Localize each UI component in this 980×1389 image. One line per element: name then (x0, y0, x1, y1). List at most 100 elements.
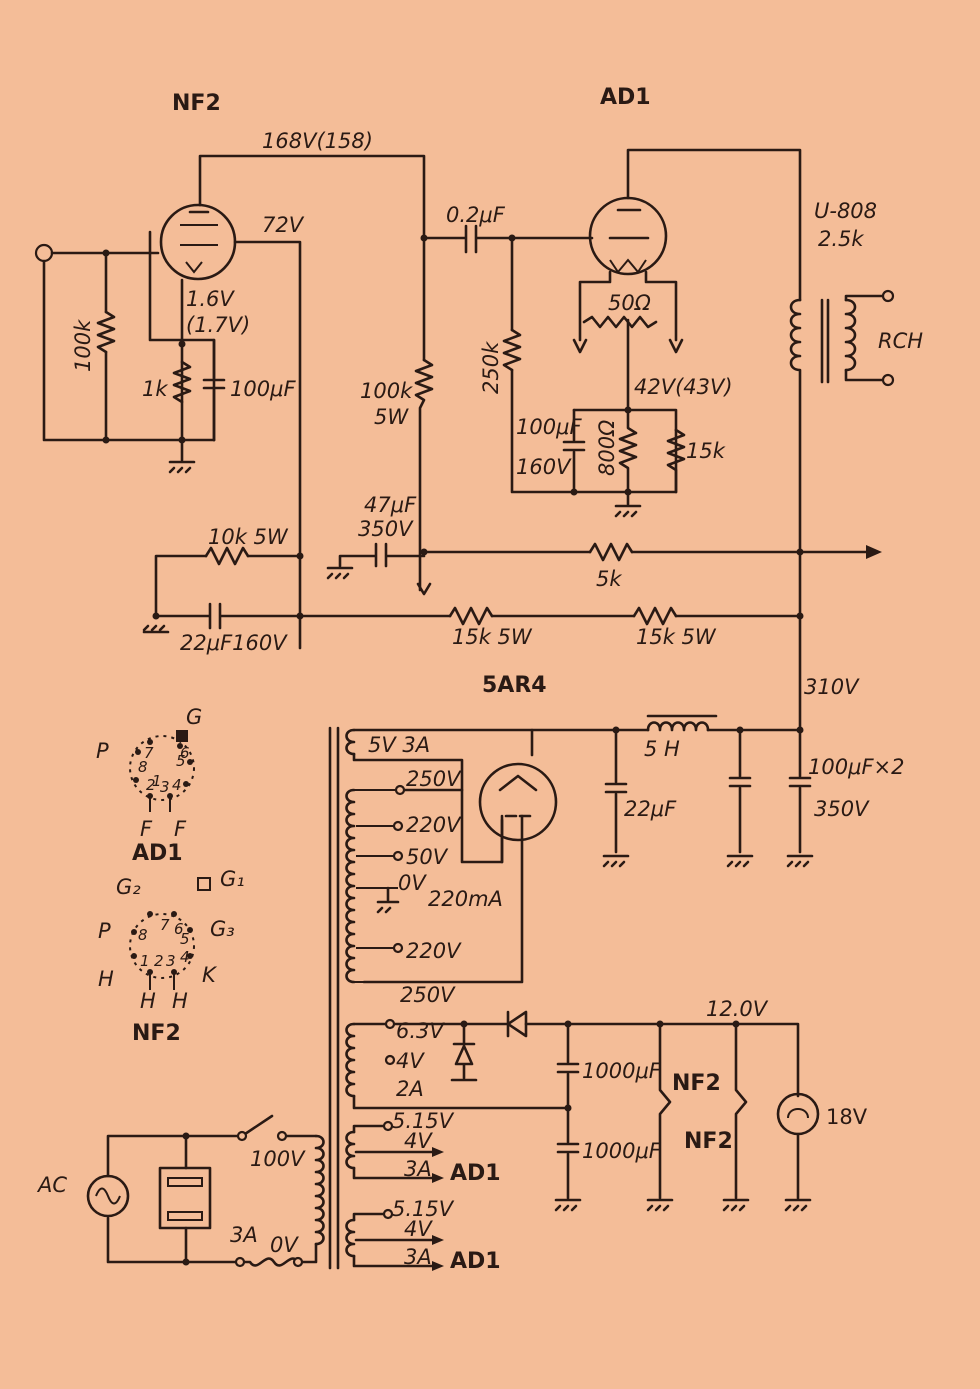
ad1-bleeder-label: 15k (686, 439, 726, 463)
svg-text:1: 1 (152, 772, 162, 790)
svg-text:2: 2 (154, 952, 164, 970)
tap-2a-label: 2A (396, 1077, 424, 1101)
tap-4v-label: 4V (396, 1049, 425, 1073)
ground-icon (168, 460, 196, 474)
tap-50-label: 50V (406, 845, 449, 869)
ground-icon (786, 854, 814, 868)
cathode-resistor-nf2 (172, 360, 192, 404)
dropping-resistor-15k-b (632, 606, 678, 626)
tap-220b-label: 220V (406, 939, 462, 963)
nf2-pin-g2: G₂ (116, 875, 141, 899)
ground-icon (326, 566, 354, 580)
svg-text:7: 7 (144, 744, 154, 762)
ad1-stage (502, 148, 802, 518)
nf2-screen-voltage: 72V (262, 213, 305, 237)
nf2-base-diagram: 87 65 43 21 (129, 877, 211, 990)
fuse-label: 3A (230, 1223, 258, 1247)
nf2-plate-resistor-wattage: 5W (374, 405, 409, 429)
cathode-resistor-ad1 (618, 408, 638, 494)
nf2-cathode-resistor-label: 1k (142, 377, 168, 401)
dropping-resistor2a-label: 15k 5W (452, 625, 533, 649)
tap-250b-label: 250V (400, 983, 456, 1007)
tap-4b-label: 4V (404, 1217, 433, 1241)
decouple-cap-voltage: 350V (358, 517, 414, 541)
tap-3a-a-label: 3A (404, 1157, 432, 1181)
heater-nf2-a (658, 1022, 672, 1200)
rectifier-tube-symbol (478, 762, 558, 842)
ad1-cathode-voltage: 42V(43V) (634, 375, 733, 399)
ground-icon (646, 1198, 674, 1212)
heater-cap1-label: 1000μF (582, 1059, 662, 1083)
nf2-pin-h1: H (98, 967, 114, 991)
coupling-cap-label: 0.2μF (446, 203, 506, 227)
svg-text:2: 2 (146, 776, 156, 794)
ad1-base-label: AD1 (132, 841, 183, 866)
surge-absorber (158, 1166, 212, 1230)
tap-0-label: 0V (398, 871, 427, 895)
ground-icon (784, 1132, 812, 1212)
nf2-pin-hb2: H (172, 989, 188, 1013)
tap-3a-b-label: 3A (404, 1245, 432, 1269)
svg-text:6: 6 (174, 920, 184, 938)
ground-icon (554, 1198, 582, 1212)
decouple-cap-label: 47μF (364, 493, 417, 517)
nf2-plate-load (414, 234, 434, 596)
ad1-cathode-resistor-label: 800Ω (595, 420, 619, 476)
svg-text:3: 3 (160, 778, 170, 796)
ad1-pin-g: G (186, 705, 202, 729)
coupling-capacitor (422, 224, 594, 254)
ground-icon (726, 854, 754, 868)
ground-icon (602, 854, 630, 868)
pilot-lamp-icon (776, 1092, 820, 1136)
nf2-plate-voltage: 168V(158) (262, 129, 373, 153)
tap-4a-label: 4V (404, 1129, 433, 1153)
ad1-cathode-cap-label: 100μF (516, 415, 582, 439)
tap-250a-label: 250V (406, 767, 462, 791)
grid-resistor-nf2 (96, 310, 116, 354)
nf2-cathode-cap-label: 100μF (230, 377, 296, 401)
nf2-cathode-voltage: 1.6V (186, 287, 235, 311)
input-terminal (34, 243, 54, 263)
screen-resistor-label: 10k 5W (208, 525, 289, 549)
decouple-cap2-label: 22μF160V (180, 631, 288, 655)
rectifier-title: 5AR4 (482, 673, 547, 698)
tap-6-3v-label: 6.3V (396, 1019, 445, 1043)
b-plus-voltage: 310V (804, 675, 860, 699)
ad1-filament-a-label: AD1 (450, 1161, 501, 1186)
labels: NF2 AD1 5AR4 168V(158) 72V 1.6V (1.7V) 1… (36, 85, 923, 1274)
tap-5v-label: 5V 3A (368, 733, 430, 757)
primary-100v-label: 100V (250, 1147, 306, 1171)
dropping-resistor-5k (588, 542, 634, 562)
pilot-lamp-label: 18V (826, 1105, 868, 1129)
svg-text:1: 1 (140, 952, 150, 970)
heater-nf2-b (734, 1022, 748, 1200)
svg-text:7: 7 (160, 916, 170, 934)
ad1-pin-f1: F (140, 817, 153, 841)
ac-label: AC (36, 1173, 67, 1197)
svg-text:8: 8 (138, 758, 148, 776)
nf2-pin-k: K (202, 963, 218, 987)
ground-icon (722, 1198, 750, 1212)
tap-5-15b-label: 5.15V (392, 1197, 455, 1221)
svg-text:4: 4 (172, 776, 182, 794)
nf2-grid-resistor-label: 100k (71, 319, 95, 372)
output-transformer (789, 289, 895, 552)
primary-0v-label: 0V (270, 1233, 299, 1257)
zener-diode (450, 1022, 478, 1082)
ac-source-icon (86, 1174, 130, 1218)
ad1-filament-b-label: AD1 (450, 1249, 501, 1274)
filter-cap2-voltage: 350V (814, 797, 870, 821)
screen-resistor-10k (204, 546, 250, 566)
nf2-pin-hb1: H (140, 989, 156, 1013)
ad1-pin-f2: F (174, 817, 187, 841)
svg-text:5: 5 (180, 930, 190, 948)
ad1-pin-p: P (96, 739, 109, 763)
tap-220a-label: 220V (406, 813, 462, 837)
nf2-plate-resistor-label: 100k (360, 379, 413, 403)
svg-text:4: 4 (180, 948, 190, 966)
nf2-title: NF2 (172, 91, 221, 116)
svg-text:3: 3 (166, 952, 176, 970)
tap-current-label: 220mA (428, 887, 503, 911)
b-plus-distribution (142, 542, 882, 730)
